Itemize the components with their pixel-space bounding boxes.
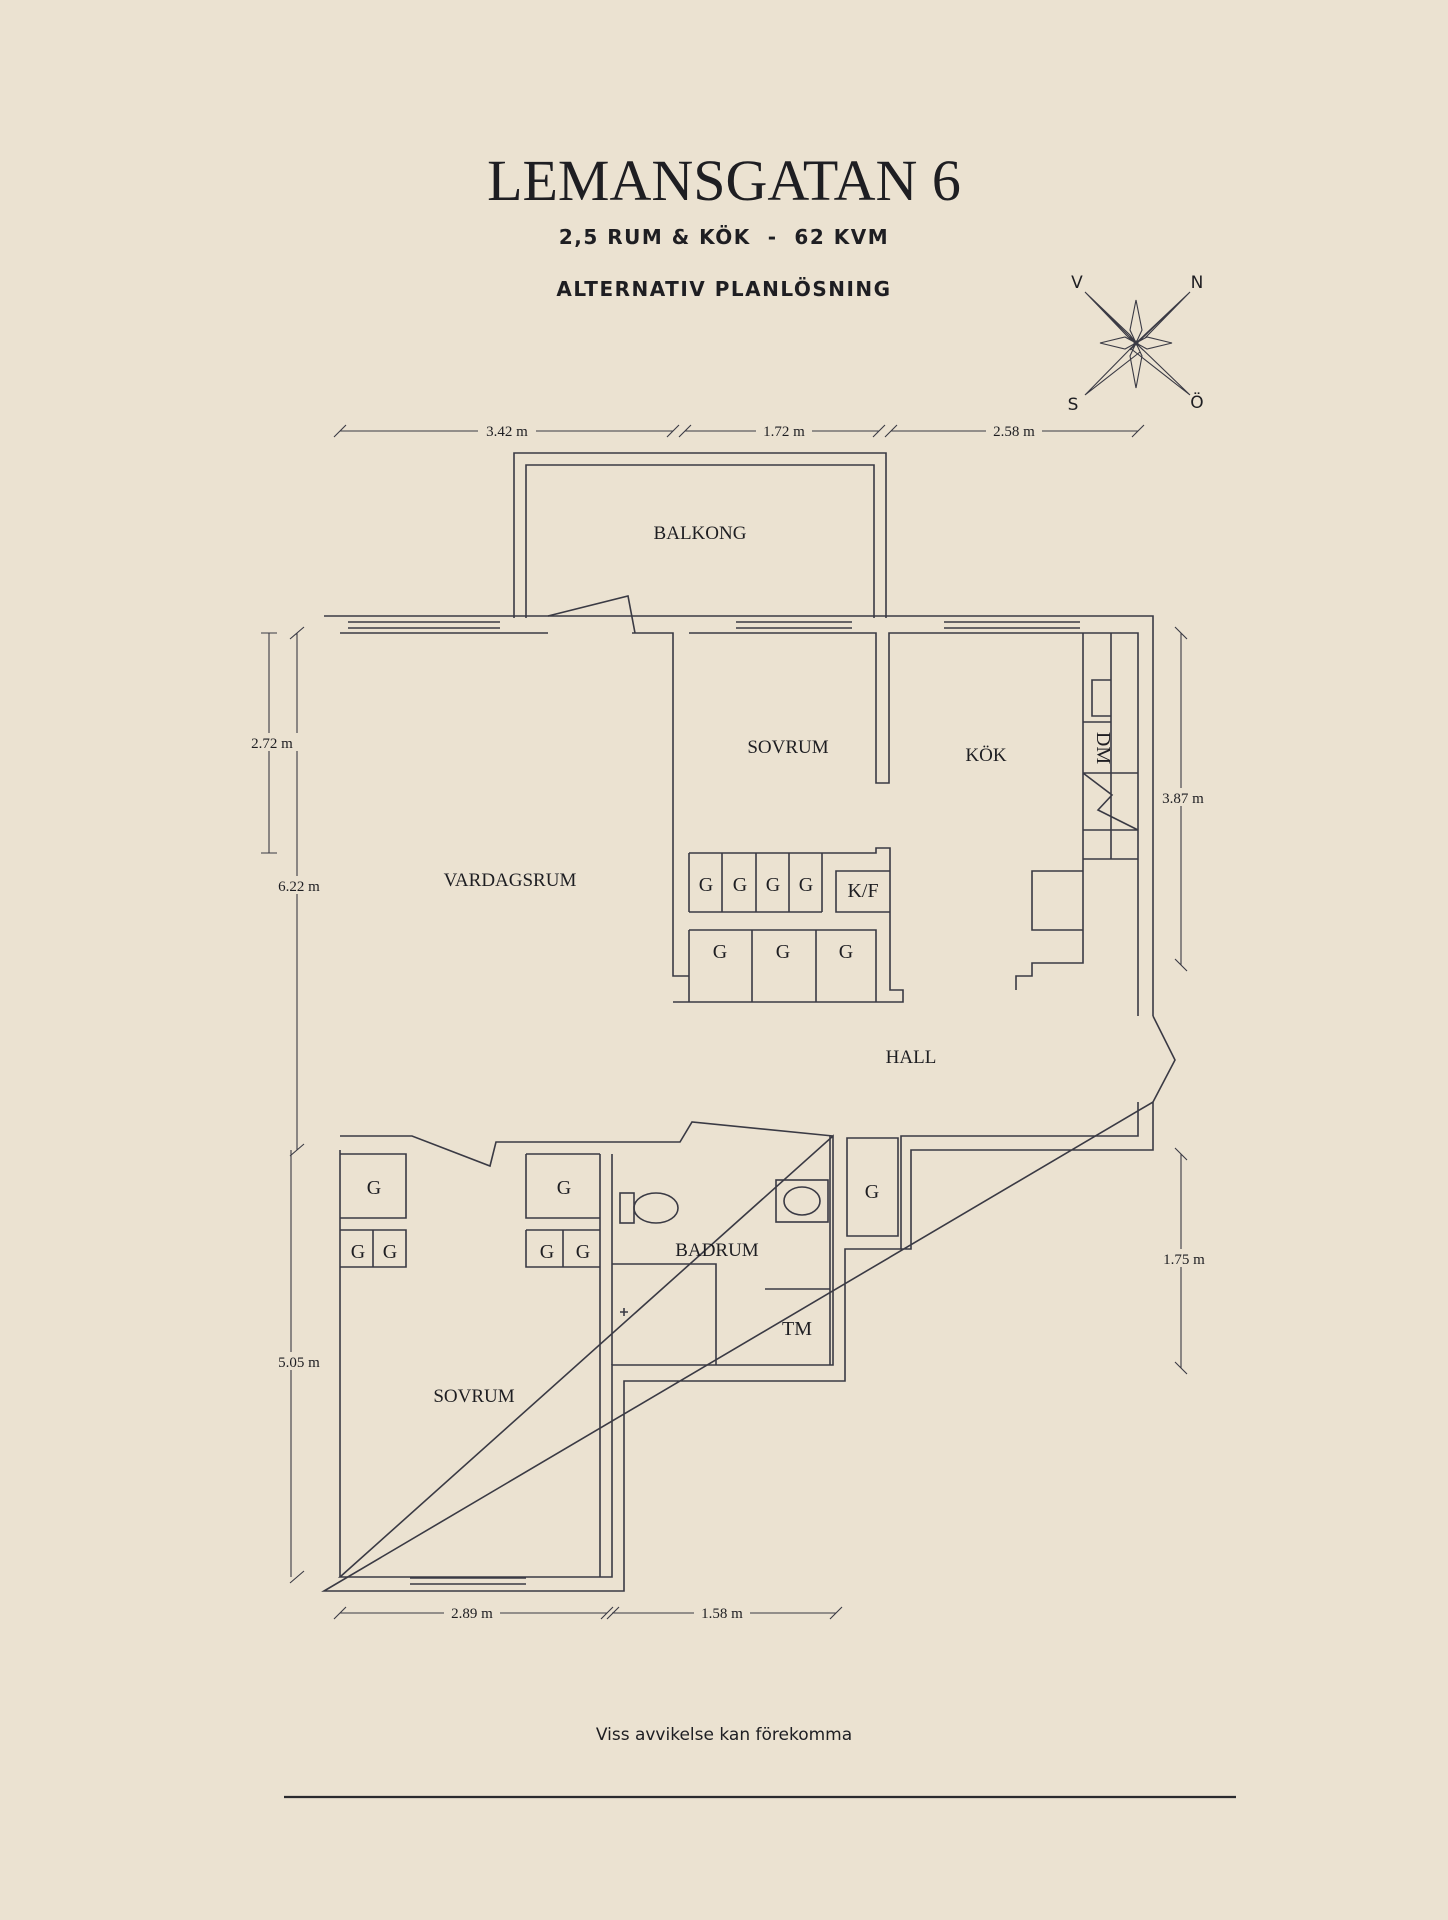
fridge-freezer-label: K/F xyxy=(847,880,878,902)
compass-west-label: V xyxy=(1071,273,1083,293)
wardrobe-label: G xyxy=(383,1241,397,1263)
disclaimer-text: Viss avvikelse kan förekomma xyxy=(596,1725,852,1745)
compass-south-label: S xyxy=(1068,395,1079,415)
dimension-bottom-2: 1.58 m xyxy=(701,1606,743,1622)
plan-type: ALTERNATIV PLANLÖSNING xyxy=(556,277,891,301)
wardrobe-label: G xyxy=(766,874,780,896)
bottom-dimension-lines xyxy=(333,1606,843,1620)
wardrobe-label: G xyxy=(351,1241,365,1263)
dimension-left-1: 2.72 m xyxy=(251,736,293,752)
room-label-sovrum-1: SOVRUM xyxy=(747,737,828,758)
dimension-right-2: 1.75 m xyxy=(1163,1252,1205,1268)
page-title: LEMANSGATAN 6 xyxy=(487,148,961,213)
room-label-hall: HALL xyxy=(886,1047,937,1068)
wardrobe-label: G xyxy=(839,941,853,963)
wardrobe-label: G xyxy=(776,941,790,963)
wardrobe-label: G xyxy=(713,941,727,963)
compass-north-label: N xyxy=(1191,273,1204,293)
room-label-vardagsrum: VARDAGSRUM xyxy=(444,870,577,891)
wardrobe-label: G xyxy=(557,1177,571,1199)
wardrobe-label: G xyxy=(799,874,813,896)
wardrobe-label: G xyxy=(733,874,747,896)
wardrobe-label: G xyxy=(699,874,713,896)
dimension-bottom-1: 2.89 m xyxy=(451,1606,493,1622)
room-label-badrum: BADRUM xyxy=(675,1240,759,1261)
dimension-top-2: 1.72 m xyxy=(763,424,805,440)
room-label-kok: KÖK xyxy=(965,745,1006,766)
dimension-left-2: 6.22 m xyxy=(278,879,320,895)
dimension-right-1: 3.87 m xyxy=(1162,791,1204,807)
wardrobe-label: G xyxy=(576,1241,590,1263)
balcony-walls xyxy=(513,452,887,618)
room-label-balkong: BALKONG xyxy=(654,523,747,544)
dimension-top-1: 3.42 m xyxy=(486,424,528,440)
bathroom-fixtures xyxy=(612,1136,899,1365)
bedroom-wardrobes xyxy=(340,1153,600,1268)
left-dimension-lines xyxy=(261,626,305,1584)
compass-east-label: Ö xyxy=(1190,391,1203,413)
kitchen-counter xyxy=(1015,633,1139,990)
wardrobe-label: G xyxy=(540,1241,554,1263)
dimension-top-3: 2.58 m xyxy=(993,424,1035,440)
room-label-sovrum-2: SOVRUM xyxy=(433,1386,514,1407)
exterior-walls xyxy=(321,595,1176,1592)
washing-machine-label: TM xyxy=(782,1318,812,1340)
dimension-left-3: 5.05 m xyxy=(278,1355,320,1371)
wardrobe-label: G xyxy=(865,1181,879,1203)
wardrobe-block xyxy=(673,847,904,1003)
wardrobe-label: G xyxy=(367,1177,381,1199)
dishwasher-label: DM xyxy=(1092,732,1114,764)
subtitle: 2,5 RUM & KÖK - 62 KVM xyxy=(559,225,889,249)
compass-rose-icon xyxy=(1084,291,1191,396)
